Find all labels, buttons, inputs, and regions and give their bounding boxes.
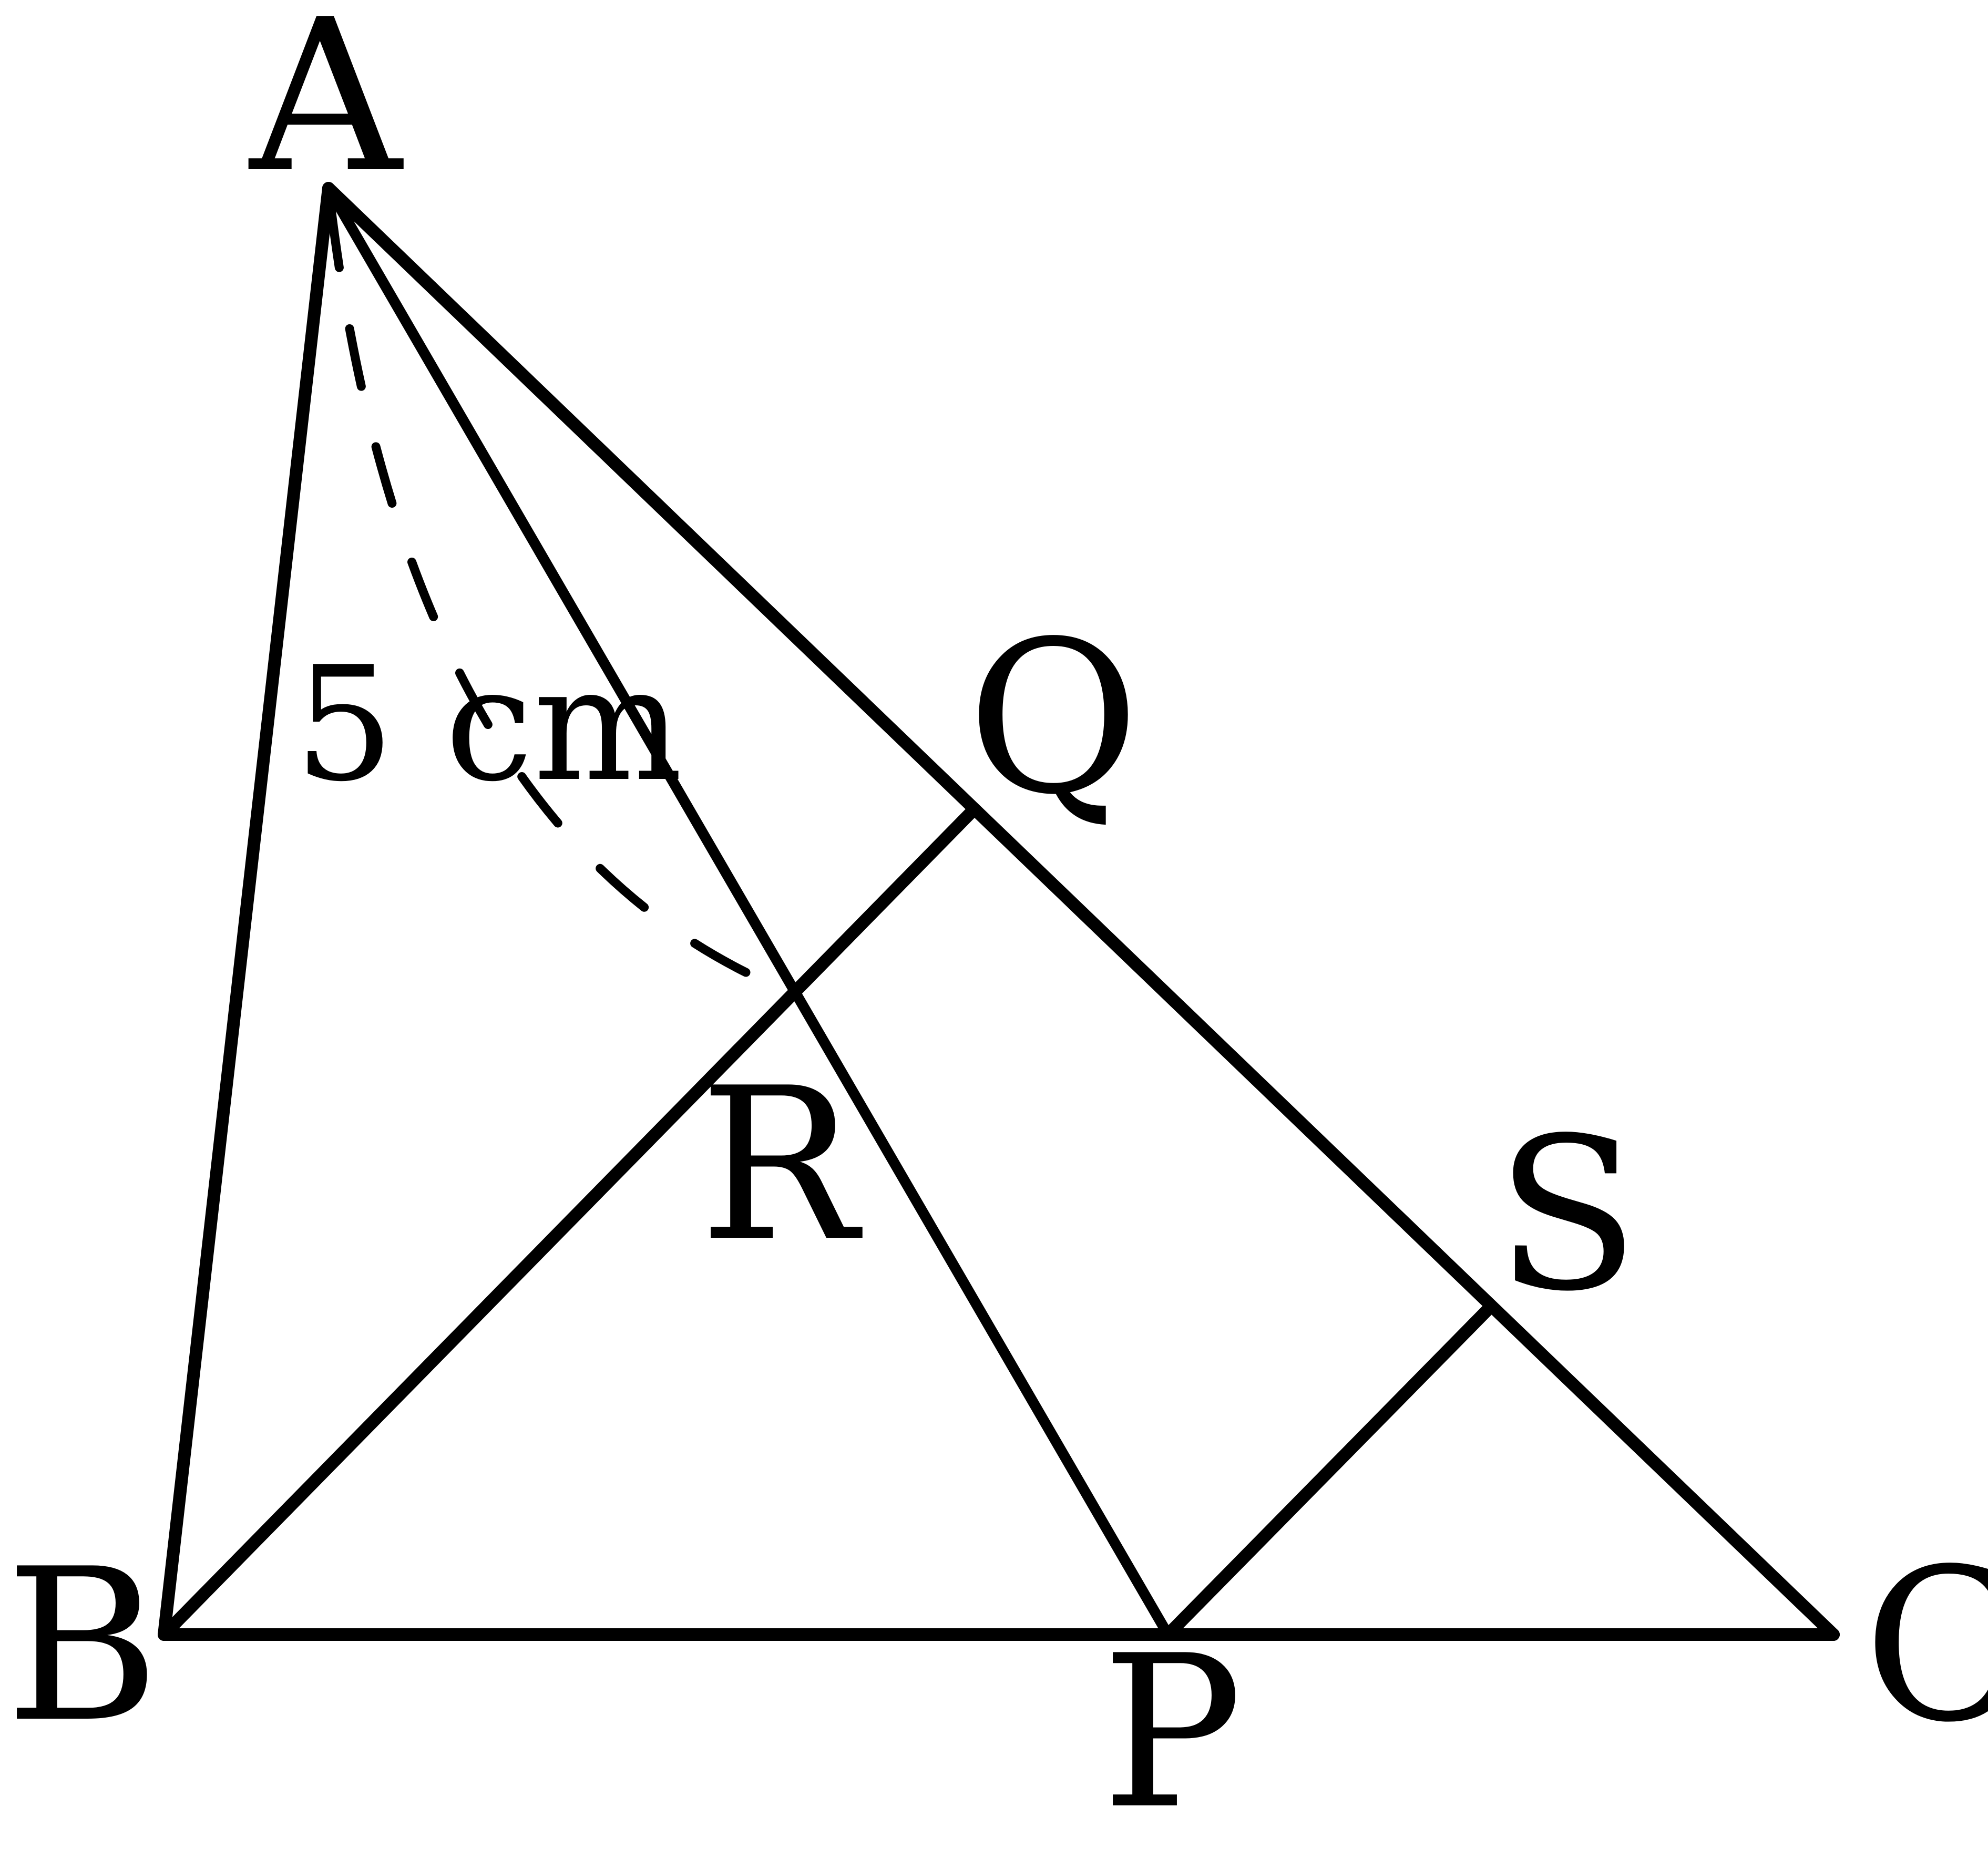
point-label-b: B (5, 1524, 160, 1769)
measurement-arc (326, 204, 797, 998)
point-label-s: S (1495, 1093, 1639, 1338)
point-label-r: R (699, 1043, 864, 1288)
segment-ap (323, 183, 1173, 1640)
segment-bq (158, 803, 980, 1641)
measurement-label: 5 cm (294, 633, 683, 816)
segment-ab (158, 182, 335, 1641)
point-label-a: A (247, 0, 404, 219)
segment-ac (322, 182, 1840, 1641)
point-label-c: C (1863, 1524, 1988, 1769)
segment-ps (1162, 1301, 1497, 1641)
point-label-p: P (1101, 1611, 1243, 1855)
point-label-q: Q (967, 597, 1140, 841)
